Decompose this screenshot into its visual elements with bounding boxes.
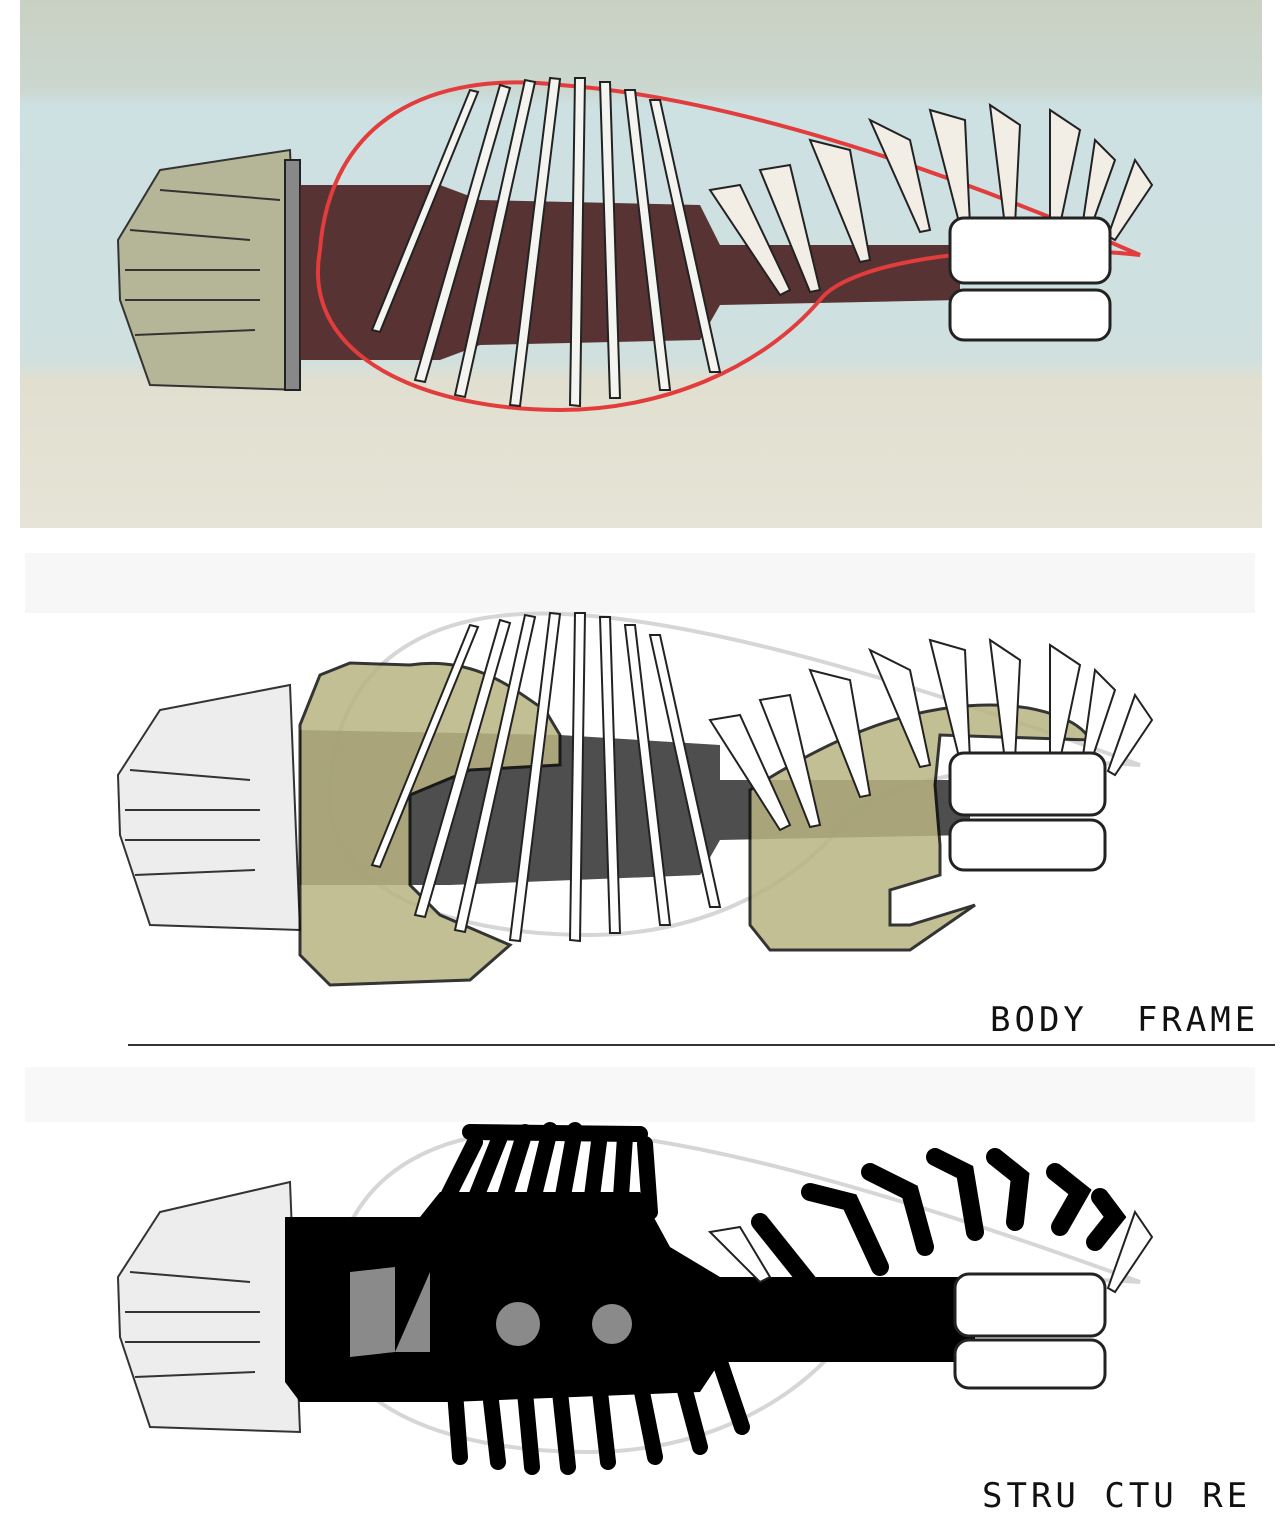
tail-block bbox=[953, 1272, 1107, 1390]
concept-sketch-panel bbox=[0, 0, 1283, 530]
lower-ribs bbox=[447, 1354, 750, 1475]
head-mechanism bbox=[116, 683, 302, 932]
body-frame-panel bbox=[0, 545, 1283, 1050]
ribs bbox=[370, 611, 722, 943]
structure-drawing bbox=[25, 1067, 1255, 1475]
body-frame-caption: BODY FRAME bbox=[990, 1000, 1260, 1040]
body-frame-drawing bbox=[25, 553, 1275, 1046]
tail-block bbox=[948, 216, 1112, 342]
head-mechanism bbox=[116, 148, 302, 392]
tail-block bbox=[948, 751, 1107, 872]
concept-sketch-drawing bbox=[20, 0, 1262, 528]
structure-frame bbox=[285, 1192, 975, 1402]
frame-hole-1 bbox=[496, 1302, 540, 1346]
ribs bbox=[370, 76, 722, 408]
tail-claw-tips bbox=[707, 1209, 1154, 1294]
structure-caption: STRU CTU RE bbox=[982, 1476, 1252, 1516]
frame-window bbox=[350, 1267, 395, 1357]
frame-hole-2 bbox=[592, 1304, 632, 1344]
frame-window-diagonal bbox=[395, 1272, 430, 1352]
head-mechanism bbox=[116, 1180, 302, 1434]
tail-claws-structure bbox=[751, 1148, 1127, 1296]
structure-panel bbox=[0, 1062, 1283, 1522]
tail-claws bbox=[708, 637, 1154, 832]
front-frame-plate bbox=[298, 661, 562, 987]
